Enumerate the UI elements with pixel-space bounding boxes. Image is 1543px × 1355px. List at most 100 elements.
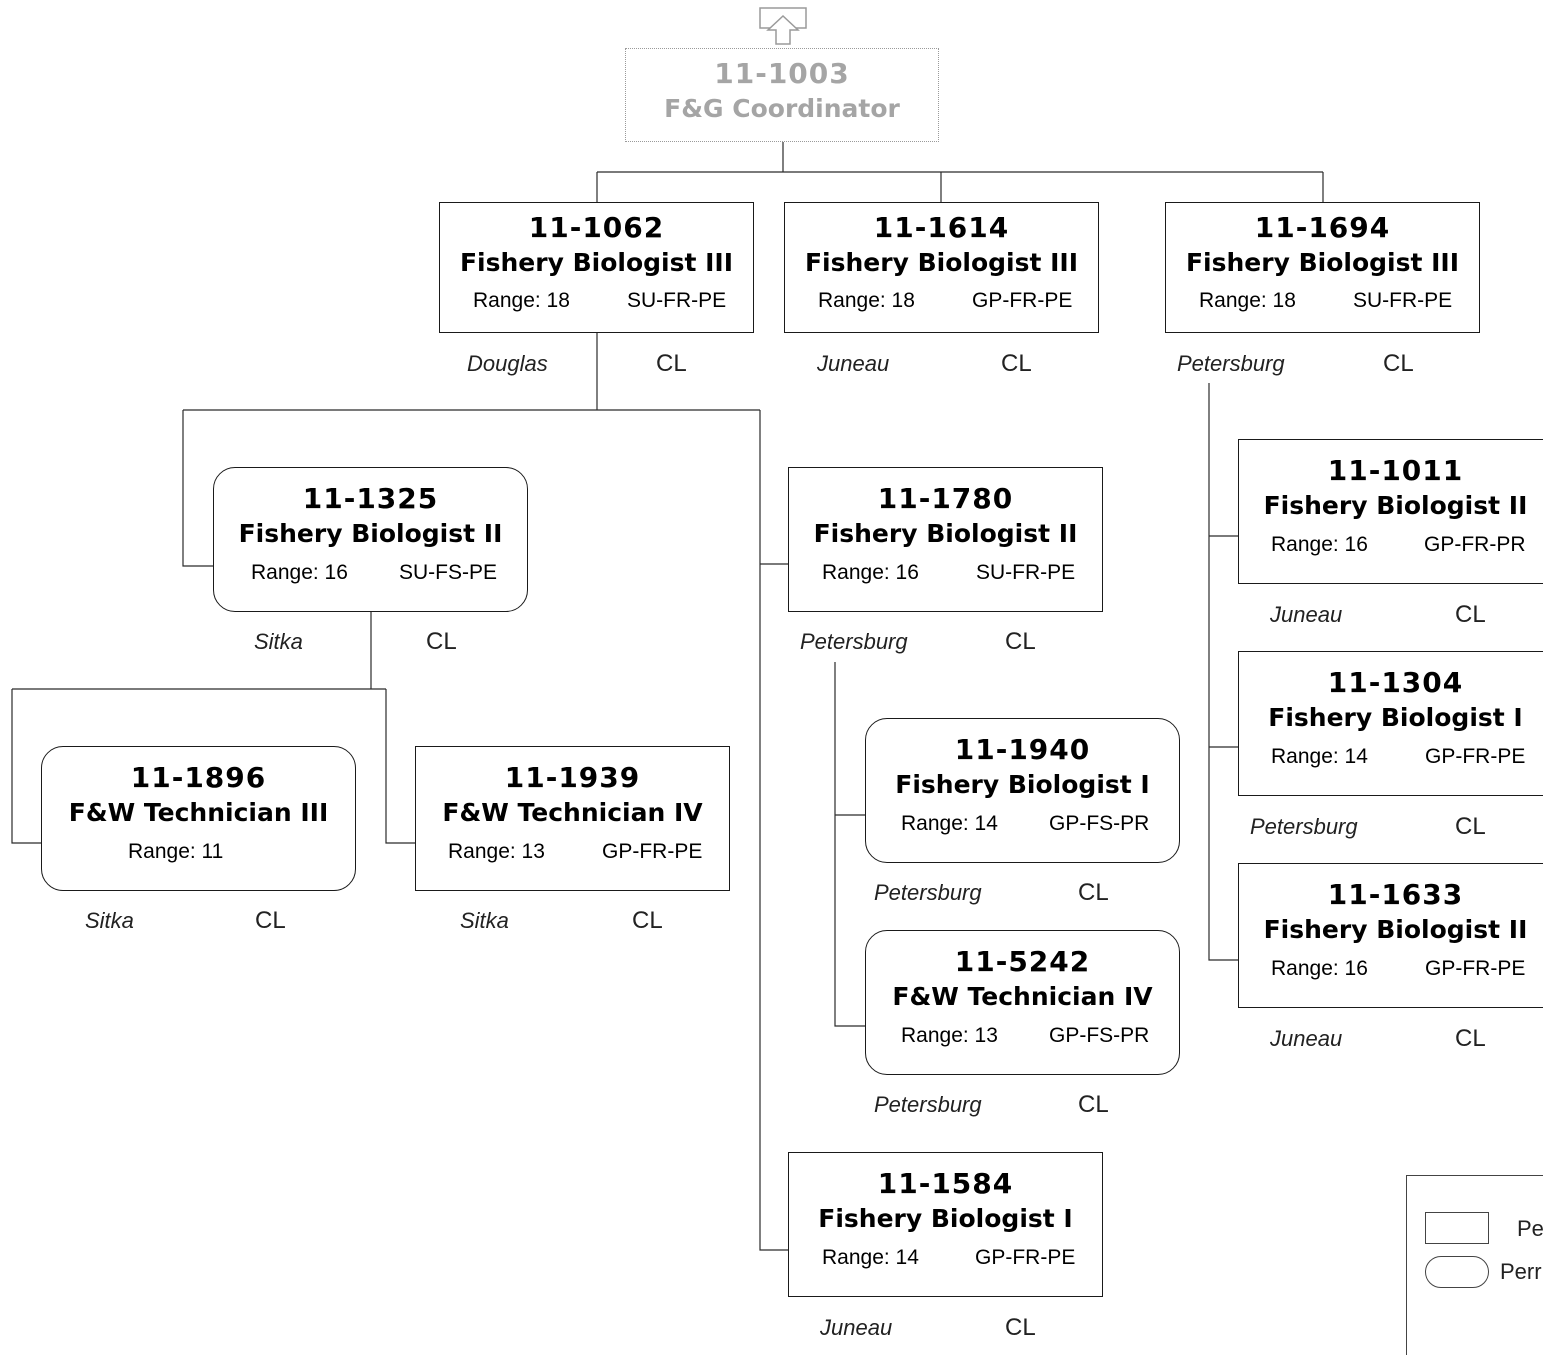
position-number: 11-1614	[873, 211, 1010, 244]
range-label: Range: 18	[1199, 289, 1296, 312]
node-11-1614[interactable]: 11-1614 Fishery Biologist III Range: 18 …	[784, 202, 1099, 333]
position-title: Fishery Biologist II	[238, 519, 503, 548]
node-11-1896[interactable]: 11-1896 F&W Technician III Range: 11	[41, 746, 356, 891]
location-label: Petersburg	[1177, 351, 1285, 376]
position-title: F&W Technician IV	[892, 982, 1153, 1011]
up-arrow-icon	[759, 7, 807, 45]
range-label: Range: 13	[901, 1024, 998, 1047]
status-label: CL	[632, 907, 663, 934]
range-label: Range: 18	[818, 289, 915, 312]
position-number: 11-1780	[877, 482, 1014, 515]
location-label: Juneau	[817, 351, 890, 376]
class-code: GP-FR-PE	[1425, 745, 1526, 768]
node-11-1011[interactable]: 11-1011 Fishery Biologist II Range: 16 G…	[1238, 439, 1543, 584]
node-11-5242[interactable]: 11-5242 F&W Technician IV Range: 13 GP-F…	[865, 930, 1180, 1075]
node-11-1633[interactable]: 11-1633 Fishery Biologist II Range: 16 G…	[1238, 863, 1543, 1008]
position-number: 11-1633	[1327, 878, 1464, 911]
class-code: GP-FR-PR	[1424, 533, 1526, 556]
status-label: CL	[1005, 628, 1036, 655]
class-code: SU-FR-PE	[627, 289, 727, 312]
connector-1325	[11, 612, 415, 844]
class-code: SU-FR-PE	[976, 561, 1076, 584]
class-code: GP-FR-PE	[602, 840, 703, 863]
status-label: CL	[1078, 1091, 1109, 1118]
location-label: Petersburg	[874, 1092, 982, 1117]
range-label: Range: 14	[1271, 745, 1368, 768]
connector-1780	[834, 662, 866, 1027]
position-title: Fishery Biologist III	[459, 248, 734, 277]
position-number: 11-1939	[504, 761, 641, 794]
status-label: CL	[1078, 879, 1109, 906]
status-label: CL	[1005, 1314, 1036, 1341]
position-title: Fishery Biologist III	[804, 248, 1079, 277]
location-label: Petersburg	[800, 629, 908, 654]
connector-top	[596, 142, 1324, 202]
location-label: Petersburg	[1250, 814, 1358, 839]
location-label: Sitka	[254, 629, 303, 654]
legend-rect-label: Pe	[1517, 1216, 1543, 1241]
location-label: Sitka	[85, 908, 134, 933]
status-label: CL	[426, 628, 457, 655]
position-title: Fishery Biologist III	[1185, 248, 1460, 277]
position-number: 11-5242	[954, 945, 1091, 978]
location-label: Sitka	[460, 908, 509, 933]
legend: Pe Perr	[1406, 1175, 1543, 1355]
position-title: F&W Technician IV	[442, 798, 703, 827]
node-11-1304[interactable]: 11-1304 Fishery Biologist I Range: 14 GP…	[1238, 651, 1543, 796]
position-title: Fishery Biologist I	[1268, 703, 1523, 732]
position-number: 11-1062	[528, 211, 665, 244]
node-11-1940[interactable]: 11-1940 Fishery Biologist I Range: 14 GP…	[865, 718, 1180, 863]
status-label: CL	[1455, 601, 1486, 628]
status-label: CL	[656, 350, 687, 377]
location-label: Juneau	[820, 1315, 893, 1340]
class-code: SU-FS-PE	[399, 561, 498, 584]
range-label: Range: 13	[448, 840, 545, 863]
class-code: SU-FR-PE	[1353, 289, 1453, 312]
node-11-1584[interactable]: 11-1584 Fishery Biologist I Range: 14 GP…	[788, 1152, 1103, 1297]
node-11-1780[interactable]: 11-1780 Fishery Biologist II Range: 16 S…	[788, 467, 1103, 612]
position-number: 11-1694	[1254, 211, 1391, 244]
position-number: 11-1011	[1327, 454, 1464, 487]
class-code: GP-FS-PR	[1049, 1024, 1150, 1047]
range-label: Range: 16	[1271, 957, 1368, 980]
legend-pill-label: Perr	[1500, 1259, 1542, 1284]
node-11-1939[interactable]: 11-1939 F&W Technician IV Range: 13 GP-F…	[415, 746, 730, 891]
class-code: GP-FR-PE	[972, 289, 1073, 312]
range-label: Range: 18	[473, 289, 570, 312]
position-title: Fishery Biologist II	[1263, 915, 1528, 944]
position-number: 11-1940	[954, 733, 1091, 766]
class-code: GP-FR-PE	[1425, 957, 1526, 980]
position-title: F&W Technician III	[68, 798, 329, 827]
position-number: 11-1584	[877, 1167, 1014, 1200]
location-label: Juneau	[1270, 1026, 1343, 1051]
position-number: 11-1896	[130, 761, 267, 794]
class-code: GP-FR-PE	[975, 1246, 1076, 1269]
status-label: CL	[1455, 1025, 1486, 1052]
range-label: Range: 16	[251, 561, 348, 584]
range-label: Range: 11	[128, 840, 224, 863]
range-label: Range: 16	[822, 561, 919, 584]
position-title: Fishery Biologist II	[813, 519, 1078, 548]
legend-pill-swatch	[1425, 1256, 1489, 1288]
position-number: 11-1325	[302, 482, 439, 515]
location-label: Douglas	[467, 351, 548, 376]
status-label: CL	[1001, 350, 1032, 377]
range-label: Range: 14	[822, 1246, 919, 1269]
position-number: 11-1304	[1327, 666, 1464, 699]
node-11-1062[interactable]: 11-1062 Fishery Biologist III Range: 18 …	[439, 202, 754, 333]
status-label: CL	[1383, 350, 1414, 377]
range-label: Range: 14	[901, 812, 998, 835]
status-label: CL	[255, 907, 286, 934]
position-number: 11-1003	[714, 57, 850, 90]
status-label: CL	[1455, 813, 1486, 840]
location-label: Juneau	[1270, 602, 1343, 627]
location-label: Petersburg	[874, 880, 982, 905]
position-title: F&G Coordinator	[664, 94, 900, 123]
legend-rect-swatch	[1425, 1212, 1489, 1244]
node-coordinator[interactable]: 11-1003 F&G Coordinator	[625, 48, 939, 142]
node-11-1694[interactable]: 11-1694 Fishery Biologist III Range: 18 …	[1165, 202, 1480, 333]
node-11-1325[interactable]: 11-1325 Fishery Biologist II Range: 16 S…	[213, 467, 528, 612]
position-title: Fishery Biologist I	[818, 1204, 1073, 1233]
connector-1694	[1208, 383, 1239, 961]
